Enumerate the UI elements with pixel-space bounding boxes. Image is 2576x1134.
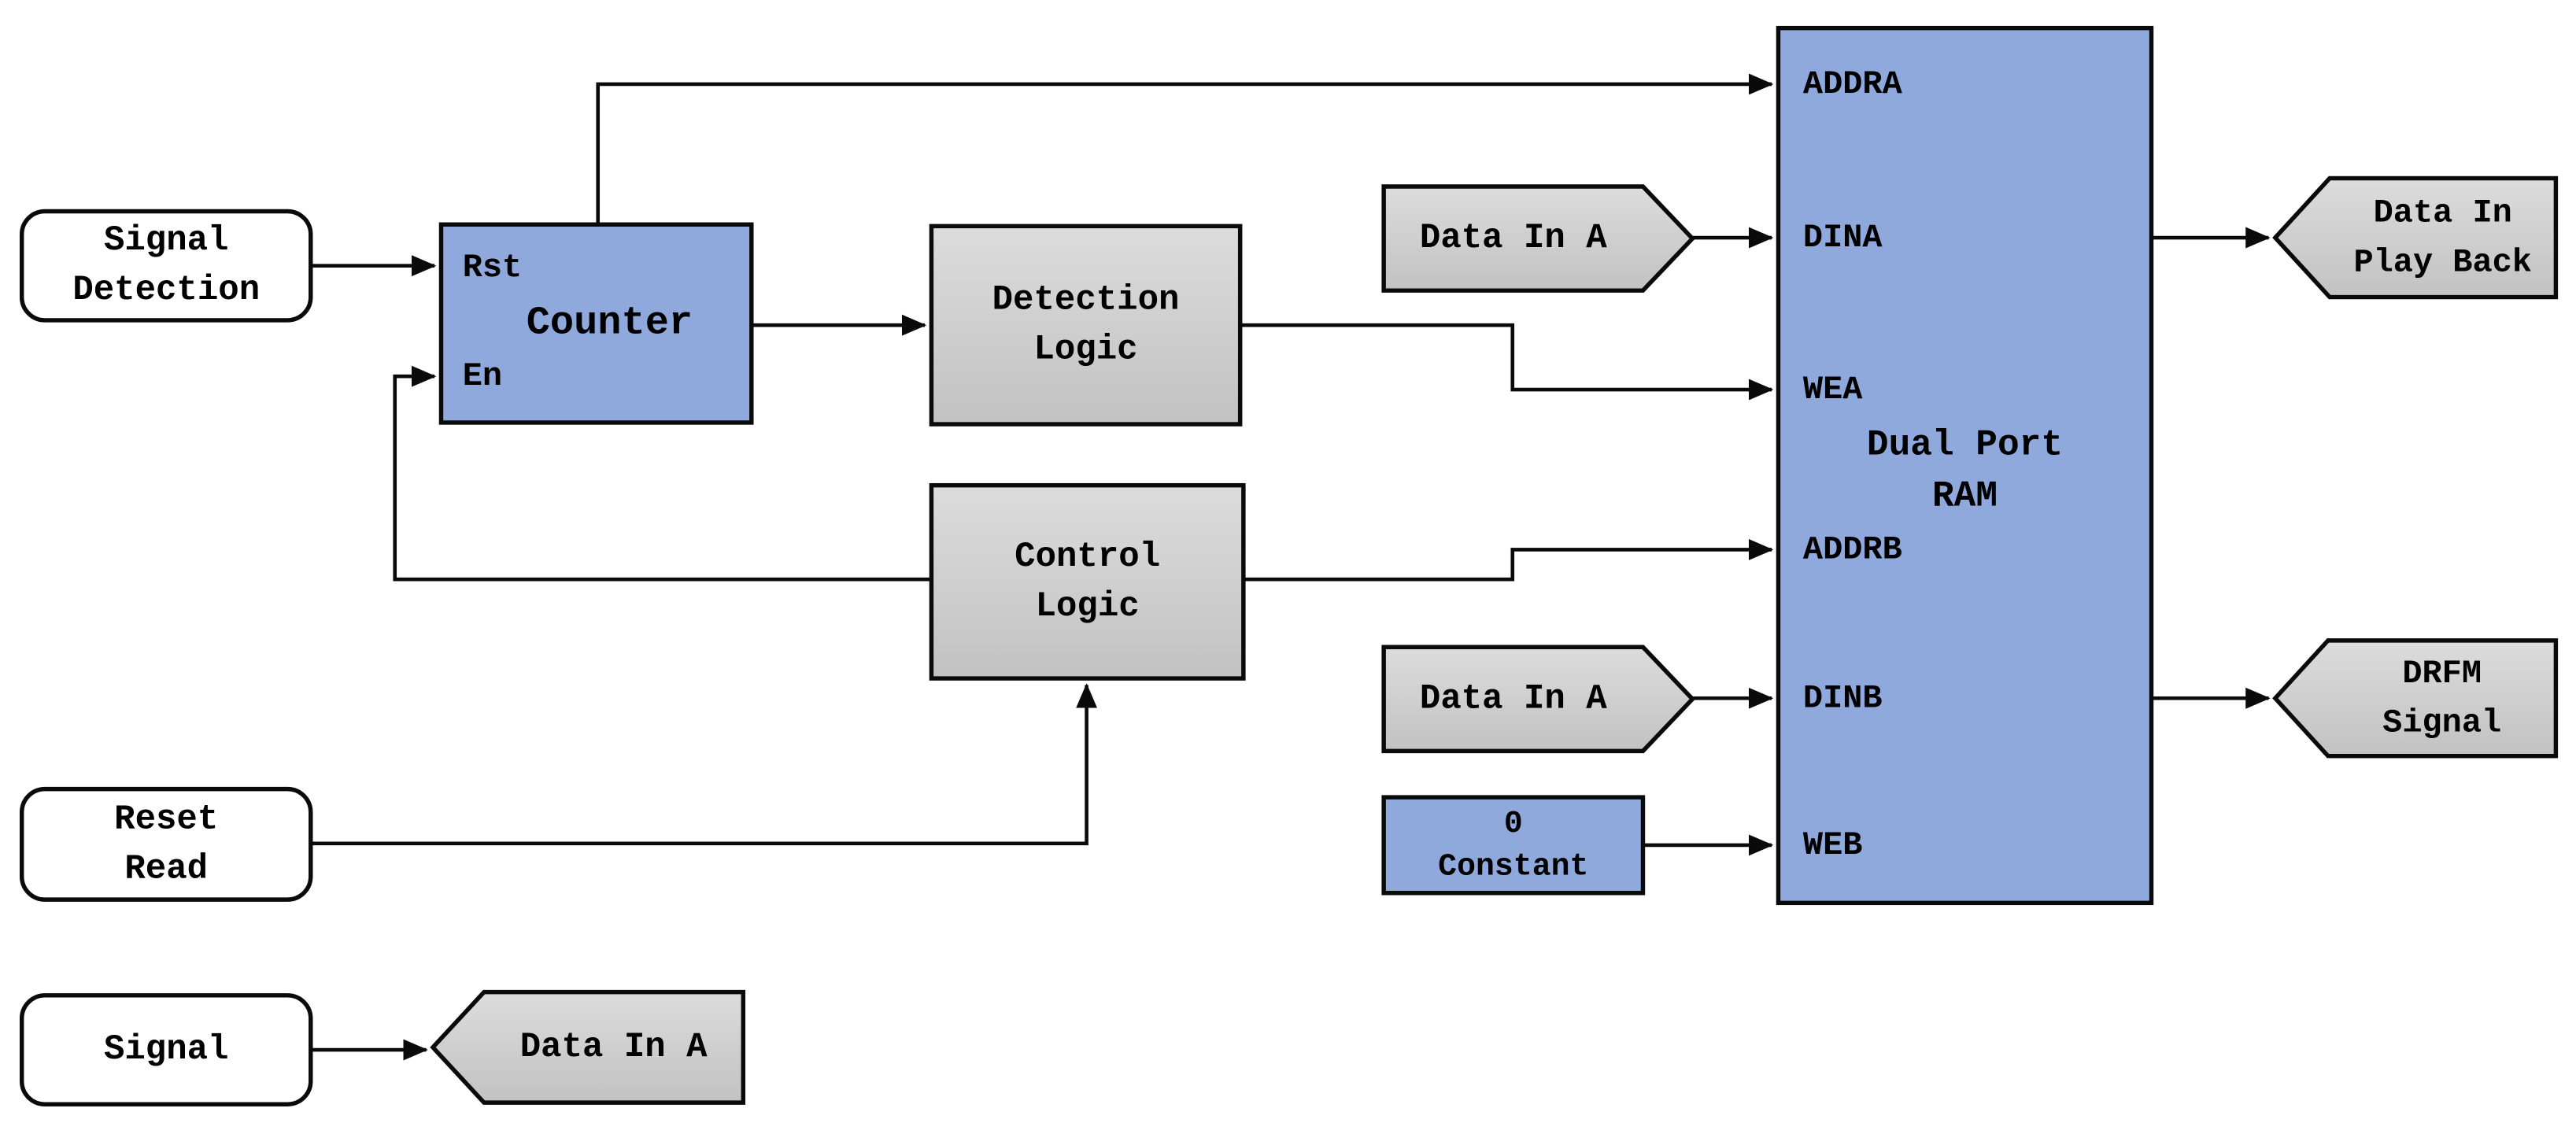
control-logic-label-line-0: Control — [1015, 537, 1160, 577]
control-logic-label-line-1: Logic — [1036, 587, 1140, 626]
data-in-a-mid-shape — [1381, 645, 1696, 754]
edge-reset-read-to-control-logic — [310, 683, 1098, 846]
counter-shape — [438, 222, 754, 425]
constant-0-label-line-0: 0 — [1504, 806, 1523, 841]
port-label-dina: DINA — [1803, 219, 1883, 257]
edges-layer — [310, 73, 2271, 1061]
constant-0-shape — [1381, 795, 1646, 896]
reset-read-shape — [19, 786, 313, 902]
drfm-signal-label-line-0: DRFM — [2402, 655, 2482, 693]
port-label-addra: ADDRA — [1803, 65, 1903, 103]
edge-detection-logic-to-ram-wea — [1240, 323, 1774, 401]
data-in-a-out-shape — [430, 989, 746, 1105]
node-data-in-a-mid: Data In A — [1381, 645, 1696, 754]
port-label-web: WEB — [1803, 826, 1862, 864]
edge-control-logic-to-ram-addrb — [1243, 538, 1774, 582]
dual-port-ram-label-line-1: RAM — [1932, 475, 1998, 516]
node-data-in-play-back: Data In Play Back — [2272, 175, 2559, 300]
data-in-play-back-label-line-0: Data In — [2374, 194, 2512, 232]
reset-read-label-line-0: Reset — [114, 800, 218, 839]
data-in-a-top-label-line-0: Data In A — [1420, 219, 1607, 258]
node-data-in-a-out: Data In A — [430, 989, 746, 1105]
nodes-layer: SignalDetectionCounterRstEnDetectionLogi… — [19, 25, 2559, 1106]
node-signal: Signal — [19, 993, 313, 1106]
signal-label-line-0: Signal — [104, 1030, 229, 1069]
reset-read-label-line-1: Read — [124, 849, 208, 888]
data-in-a-top-shape — [1381, 184, 1696, 293]
drfm-signal-shape — [2272, 638, 2559, 759]
constant-0-label-line-1: Constant — [1438, 849, 1588, 885]
dual-port-ram-shape — [1776, 25, 2154, 906]
data-in-play-back-label-line-1: Play Back — [2353, 244, 2532, 282]
signal-detection-label-line-0: Signal — [104, 221, 229, 260]
edge-control-logic-to-counter-en — [393, 365, 932, 582]
detection-logic-label-line-1: Logic — [1033, 331, 1137, 370]
node-drfm-signal: DRFM Signal — [2272, 638, 2559, 759]
signal-shape — [19, 993, 313, 1106]
drfm-signal-label-line-1: Signal — [2382, 704, 2501, 742]
control-logic-shape — [929, 482, 1246, 681]
port-label-dinb: DINB — [1803, 679, 1883, 717]
detection-logic-label-line-0: Detection — [992, 281, 1180, 320]
edge-counter-to-ram-addra — [596, 73, 1774, 227]
counter-label-line-0: Counter — [527, 301, 693, 346]
data-in-a-out-label-line-0: Data In A — [520, 1028, 708, 1067]
port-label-rst: Rst — [463, 249, 523, 286]
dual-port-ram-label-line-0: Dual Port — [1867, 424, 2063, 465]
detection-logic-shape — [929, 223, 1243, 427]
data-in-play-back-shape — [2272, 175, 2559, 300]
data-in-a-mid-label-line-0: Data In A — [1420, 679, 1607, 718]
signal-detection-label-line-1: Detection — [72, 271, 260, 310]
port-label-wea: WEA — [1803, 371, 1863, 408]
port-label-addrb: ADDRB — [1803, 530, 1902, 568]
signal-detection-shape — [19, 209, 313, 323]
node-data-in-a-top: Data In A — [1381, 184, 1696, 293]
port-label-en: En — [463, 357, 502, 395]
